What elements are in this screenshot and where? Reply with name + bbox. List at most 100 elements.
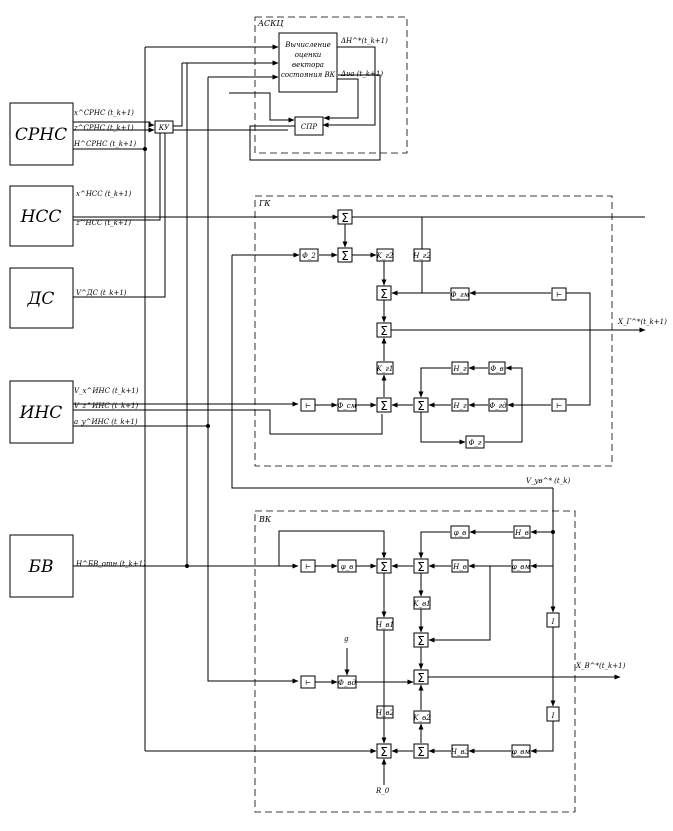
g-label: g bbox=[344, 635, 349, 643]
signal-z-nss: z^НСС (t_k+1) bbox=[75, 219, 131, 227]
svg-text:Φ_гм: Φ_гм bbox=[451, 291, 470, 299]
vk-hv2-block bbox=[451, 559, 469, 573]
gk-phigd-block bbox=[488, 398, 508, 412]
vk-kv2-block bbox=[413, 710, 431, 724]
signal-vz-ins: V_z^ИНС (t_k+1) bbox=[74, 402, 139, 410]
signal-x-srns: x^СРНС (t_k+1) bbox=[74, 109, 134, 117]
svg-text:Φ_в: Φ_в bbox=[490, 365, 503, 373]
signal-h-bv: H^БВ_отн (t_k+1) bbox=[75, 560, 146, 568]
signal-z-srns: z^СРНС (t_k+1) bbox=[73, 124, 134, 132]
xg-label: X_Г^*(t_k+1) bbox=[617, 318, 667, 326]
ascc-compute-line4: состояния ВК bbox=[281, 71, 336, 79]
ku-block bbox=[154, 120, 174, 134]
gk-title: ГК bbox=[258, 199, 271, 208]
gk-phigm-block bbox=[450, 287, 470, 301]
vk-hv2b-block bbox=[376, 705, 394, 719]
svg-text:Φ_2: Φ_2 bbox=[302, 252, 316, 260]
svg-text:H_в: H_в bbox=[514, 529, 529, 537]
gk-sum-2: Σ bbox=[341, 249, 349, 263]
svg-text:K_г2: K_г2 bbox=[376, 252, 394, 260]
ascc-frame bbox=[254, 16, 408, 154]
xv-label: X_В^*(t_k+1) bbox=[575, 662, 626, 670]
vk-sum-2: Σ bbox=[417, 560, 425, 574]
r0-label: R_0 bbox=[375, 787, 390, 795]
ds-label: ДС bbox=[27, 289, 55, 309]
svg-text:⊢: ⊢ bbox=[305, 679, 311, 687]
svg-text:⊢: ⊢ bbox=[305, 563, 311, 571]
svg-text:I: I bbox=[551, 712, 555, 720]
vk-sum-3: Σ bbox=[417, 634, 425, 648]
svg-text:φ_вм: φ_вм bbox=[512, 748, 530, 756]
srns-label: СРНС bbox=[15, 125, 67, 145]
gk-hg-low-block bbox=[451, 398, 469, 412]
svg-text:H_г: H_г bbox=[452, 402, 467, 410]
nss-label: НСС bbox=[20, 207, 62, 227]
gk-sum-top: Σ bbox=[341, 211, 349, 225]
gk-phiv-block bbox=[488, 361, 506, 375]
vk-sum-4: Σ bbox=[417, 671, 425, 685]
gk-phig-block bbox=[465, 435, 485, 449]
svg-text:K_в2: K_в2 bbox=[412, 714, 431, 722]
svg-text:Φ_см: Φ_см bbox=[338, 402, 357, 410]
ascc-title: АСКЦ bbox=[257, 19, 284, 28]
signal-ay-ins: a_y^ИНС (t_k+1) bbox=[74, 418, 138, 426]
signal-vx-ins: V_x^ИНС (t_k+1) bbox=[74, 387, 139, 395]
svg-text:I: I bbox=[551, 618, 555, 626]
dua-label: Δυa (t_k+1) bbox=[340, 70, 383, 78]
vk-frame bbox=[254, 510, 576, 813]
svg-text:H_в1: H_в1 bbox=[375, 621, 394, 629]
vk-kv1-block bbox=[413, 596, 431, 610]
svg-text:H_г: H_г bbox=[452, 365, 467, 373]
svg-text:Φ_г: Φ_г bbox=[469, 439, 482, 447]
spr-label: СПР bbox=[301, 123, 317, 131]
vk-hv3-block bbox=[451, 744, 469, 758]
vk-hv-block bbox=[513, 525, 531, 539]
vk-title: ВК bbox=[258, 515, 272, 524]
vk-sum-1: Σ bbox=[380, 560, 388, 574]
svg-text:⊢: ⊢ bbox=[556, 291, 562, 299]
vk-phivt-block bbox=[450, 525, 470, 539]
svg-text:φ_в: φ_в bbox=[454, 529, 466, 537]
vk-phivm-block bbox=[511, 559, 531, 573]
ins-label: ИНС bbox=[19, 403, 63, 423]
gk-frame bbox=[254, 195, 613, 467]
srns-block bbox=[9, 102, 74, 166]
svg-text:H_г2: H_г2 bbox=[412, 252, 431, 260]
signal-v-ds: V^ДС (t_k+1) bbox=[76, 289, 127, 297]
svg-text:H_в2: H_в2 bbox=[375, 709, 395, 717]
ds-block bbox=[9, 267, 74, 329]
svg-text:H_в: H_в bbox=[452, 563, 467, 571]
svg-text:⊢: ⊢ bbox=[556, 402, 562, 410]
svg-text:Φ_гд: Φ_гд bbox=[489, 402, 507, 410]
ascc-compute-line1: Вычисление bbox=[284, 41, 331, 49]
gk-kg2-block bbox=[376, 248, 394, 262]
gk-sum-3: Σ bbox=[380, 287, 388, 301]
svg-text:K_в1: K_в1 bbox=[412, 600, 430, 608]
svg-text:Φ_вд: Φ_вд bbox=[338, 679, 356, 687]
svg-text:φ_в: φ_в bbox=[341, 563, 353, 571]
gk-hg-block bbox=[451, 361, 469, 375]
signal-h-srns: H^СРНС (t_k+1) bbox=[73, 140, 136, 148]
bv-label: БВ bbox=[28, 557, 54, 577]
svg-text:K_г1: K_г1 bbox=[376, 365, 394, 373]
gk-kg1-block bbox=[376, 361, 394, 375]
gk-sum-5: Σ bbox=[380, 399, 388, 413]
nss-block bbox=[9, 185, 74, 247]
ascc-compute-line3: вектора bbox=[292, 61, 324, 69]
dh-label: ΔH^*(t_k+1) bbox=[340, 37, 388, 45]
vk-phivm2-block bbox=[511, 744, 531, 758]
vk-sum-5: Σ bbox=[380, 745, 388, 759]
ins-block bbox=[9, 380, 74, 444]
gk-sum-4: Σ bbox=[380, 324, 388, 338]
gk-phi2-block bbox=[299, 248, 319, 262]
svg-text:⊢: ⊢ bbox=[305, 402, 311, 410]
ascc-compute-block bbox=[278, 32, 338, 93]
vk-sum-6: Σ bbox=[417, 745, 425, 759]
vz-label: V_yв^* (t_k) bbox=[526, 477, 570, 485]
ascc-compute-line2: оценки bbox=[295, 51, 322, 59]
svg-text:φ_вм: φ_вм bbox=[512, 563, 530, 571]
gk-sum-6: Σ bbox=[417, 399, 425, 413]
signal-x-nss: x^НСС (t_k+1) bbox=[76, 190, 131, 198]
svg-text:H_в3: H_в3 bbox=[450, 748, 470, 756]
